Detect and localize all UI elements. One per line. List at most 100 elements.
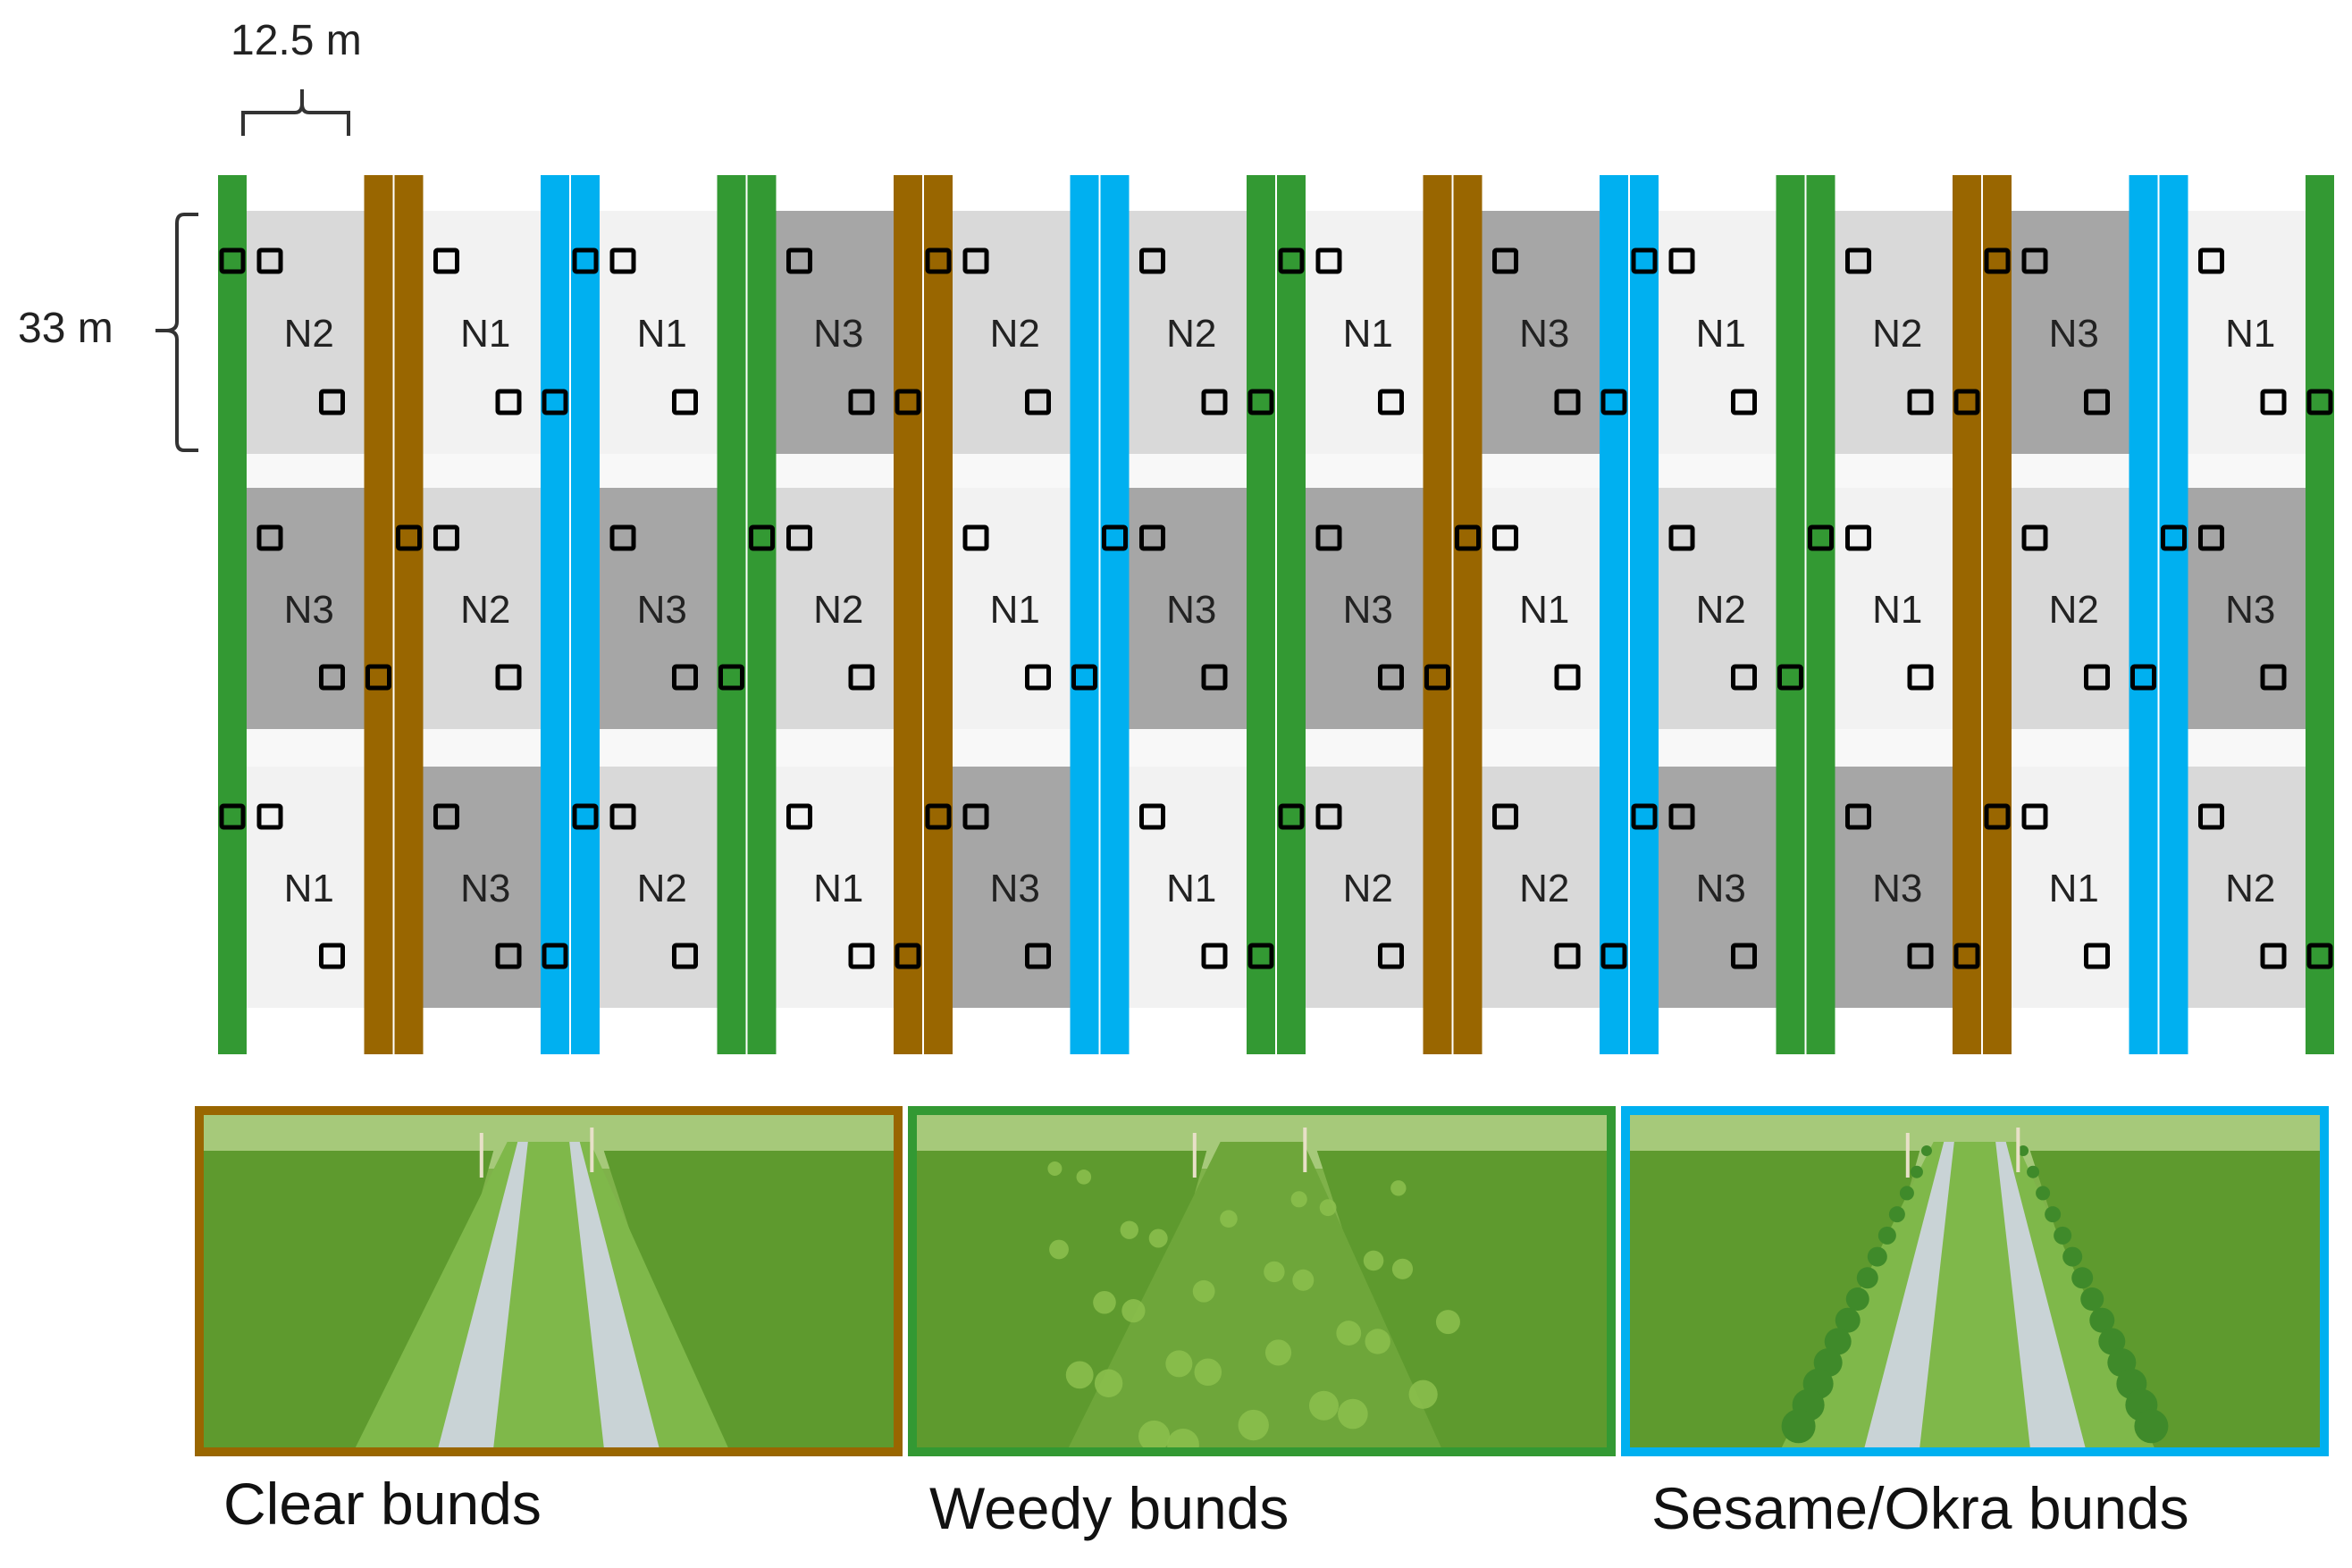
plot-label: N1 xyxy=(637,312,687,356)
weedy-bund xyxy=(1247,175,1275,1054)
plot-label: N3 xyxy=(284,588,334,632)
trap-marker xyxy=(962,247,989,274)
trap-marker xyxy=(1378,943,1404,969)
trap-marker xyxy=(1315,524,1342,551)
bund-trap-marker xyxy=(1808,524,1834,551)
crop-plant xyxy=(1781,1409,1816,1444)
weed-patch xyxy=(1390,1180,1407,1196)
weedy-bund xyxy=(1806,175,1835,1054)
trap-marker xyxy=(1907,389,1934,415)
weed-patch xyxy=(1363,1250,1384,1271)
plot-label: N2 xyxy=(284,312,334,356)
sesame-okra-bund xyxy=(571,175,600,1054)
clear-bund xyxy=(1953,175,1981,1054)
plot-label: N2 xyxy=(637,867,687,910)
weed-patch xyxy=(1238,1409,1269,1441)
crop-plant xyxy=(1856,1267,1878,1289)
field-stake xyxy=(590,1128,594,1172)
bund-trap-marker xyxy=(1247,943,1274,969)
weed-patch xyxy=(1408,1379,1438,1409)
bund-trap-marker xyxy=(1071,664,1097,691)
bund-trap-marker xyxy=(1600,389,1627,415)
plot-label: N1 xyxy=(813,867,863,910)
trap-marker xyxy=(2021,803,2048,830)
crop-plant xyxy=(1835,1307,1861,1333)
clear-bunds-caption: Clear bunds xyxy=(223,1471,542,1537)
crop-plant xyxy=(1824,1328,1852,1355)
plot-label: N3 xyxy=(1696,867,1746,910)
trap-marker xyxy=(1731,389,1757,415)
trap-marker xyxy=(256,247,283,274)
trap-marker xyxy=(1668,247,1695,274)
trap-marker xyxy=(848,389,875,415)
bund-trap-marker xyxy=(1102,524,1128,551)
plot-label: N3 xyxy=(2225,588,2275,632)
trap-marker xyxy=(1201,389,1228,415)
trap-marker xyxy=(495,664,522,691)
trap-marker xyxy=(962,524,989,551)
weed-patch xyxy=(1138,1420,1171,1447)
weedy-bund xyxy=(218,175,247,1054)
plot-label: N3 xyxy=(1343,588,1393,632)
field-stake xyxy=(1905,1133,1910,1178)
trap-marker xyxy=(1907,943,1934,969)
crop-plant xyxy=(2071,1267,2094,1289)
clear-bund xyxy=(1453,175,1483,1054)
weedy-bund xyxy=(1277,175,1306,1054)
bund-trap-marker xyxy=(895,943,921,969)
crop-plant xyxy=(2018,1145,2029,1156)
bund-trap-marker xyxy=(572,803,599,830)
trap-marker xyxy=(495,389,522,415)
water-channel xyxy=(1864,1142,1954,1447)
plot-label: N2 xyxy=(990,312,1040,356)
trap-marker xyxy=(1492,803,1518,830)
trap-marker xyxy=(1025,389,1051,415)
bund-trap-marker xyxy=(1278,247,1305,274)
trap-marker xyxy=(1315,803,1342,830)
clear-bund xyxy=(1423,175,1452,1054)
trap-marker xyxy=(1025,943,1051,969)
trap-marker xyxy=(433,803,459,830)
bund-trap-marker xyxy=(1424,664,1450,691)
weedy-bund xyxy=(2306,175,2334,1054)
bund-trap-marker xyxy=(2130,664,2156,691)
clear-bund xyxy=(1983,175,2012,1054)
trap-marker xyxy=(2198,247,2224,274)
bund-trap-marker xyxy=(718,664,744,691)
trap-marker xyxy=(2260,664,2287,691)
trap-marker xyxy=(786,803,812,830)
plot-label: N2 xyxy=(813,588,863,632)
bund-trap-marker xyxy=(1455,524,1481,551)
plot-label: N1 xyxy=(2049,867,2099,910)
weed-patch xyxy=(1292,1269,1315,1291)
clear-bunds-photo xyxy=(195,1106,903,1456)
plot-label: N1 xyxy=(284,867,334,910)
sesame-okra-bund xyxy=(2129,175,2158,1054)
trap-marker xyxy=(1907,664,1934,691)
plot-width-brace xyxy=(241,89,350,136)
weed-patch xyxy=(1047,1161,1063,1176)
bund-trap-marker xyxy=(2306,943,2333,969)
plot-height-label: 33 m xyxy=(18,305,113,352)
trap-marker xyxy=(2084,943,2110,969)
weed-patch xyxy=(1049,1239,1069,1260)
bund-trap-marker xyxy=(542,943,568,969)
weed-patch xyxy=(1094,1369,1123,1397)
bund-trap-marker xyxy=(925,247,952,274)
bund-trap-marker xyxy=(396,524,422,551)
bund-trap-marker xyxy=(542,389,568,415)
weed-patch xyxy=(1308,1390,1339,1421)
weed-patch xyxy=(1319,1199,1337,1217)
bund-trap-marker xyxy=(219,247,246,274)
crop-plant xyxy=(1888,1206,1905,1223)
field-photo-illustration xyxy=(1630,1115,2320,1447)
trap-marker xyxy=(1731,943,1757,969)
trap-marker xyxy=(2260,389,2287,415)
trap-marker xyxy=(256,803,283,830)
weed-patch xyxy=(1264,1261,1285,1283)
crop-plant xyxy=(1877,1226,1896,1245)
trap-marker xyxy=(2198,803,2224,830)
trap-marker xyxy=(319,664,345,691)
trap-marker xyxy=(1139,803,1165,830)
